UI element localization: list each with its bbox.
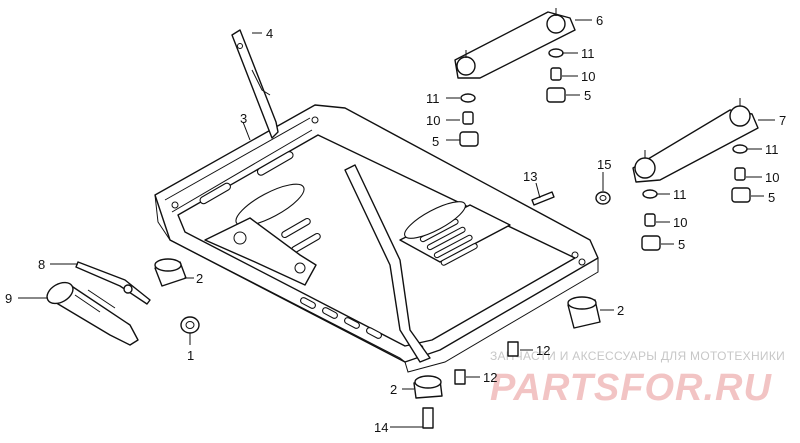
stay-plate — [231, 29, 431, 363]
callout-9: 9 — [5, 291, 12, 306]
rubber-foot-bottom — [413, 375, 443, 399]
callout-15: 15 — [597, 157, 611, 172]
bolt-12a — [507, 341, 519, 357]
callout-10-d: 10 — [673, 215, 687, 230]
grommet-15 — [595, 191, 611, 205]
callout-6: 6 — [596, 13, 603, 28]
rubber-mount-lower — [632, 98, 759, 183]
callout-4: 4 — [266, 26, 273, 41]
rubber-foot-left — [154, 258, 187, 287]
callout-11-d: 11 — [673, 187, 687, 202]
callout-3: 3 — [240, 111, 247, 126]
callout-14: 14 — [374, 420, 388, 435]
hardware-set — [459, 48, 751, 251]
callout-10-c: 10 — [765, 170, 779, 185]
screw-13 — [531, 191, 555, 206]
callout-10-b: 10 — [426, 113, 440, 128]
callout-12-b: 12 — [483, 370, 497, 385]
bolt-12b — [454, 369, 466, 385]
callout-11-a: 11 — [581, 46, 595, 61]
callout-5-b: 5 — [432, 134, 439, 149]
leader-lines — [18, 19, 775, 428]
pin-8 — [75, 261, 151, 305]
callout-12-a: 12 — [536, 343, 550, 358]
callout-10-a: 10 — [581, 69, 595, 84]
callout-13: 13 — [523, 169, 537, 184]
callout-2-bottom: 2 — [390, 382, 397, 397]
callout-5-a: 5 — [584, 88, 591, 103]
watermark-subtitle: ЗАПЧАСТИ И АКСЕССУАРЫ ДЛЯ МОТОТЕХНИКИ — [490, 349, 785, 363]
callout-2-left: 2 — [196, 271, 203, 286]
callout-11-b: 11 — [426, 91, 440, 106]
callout-8: 8 — [38, 257, 45, 272]
callout-11-c: 11 — [765, 142, 779, 157]
watermark-logo: PARTSFOR.RU — [490, 367, 772, 409]
handle-9 — [46, 281, 139, 346]
collar-1 — [180, 316, 200, 334]
callout-5-d: 5 — [678, 237, 685, 252]
bolt-14 — [422, 407, 434, 429]
callout-2-right: 2 — [617, 303, 624, 318]
callout-5-c: 5 — [768, 190, 775, 205]
rubber-mount-upper — [454, 8, 576, 79]
callout-1: 1 — [187, 348, 194, 363]
callout-7: 7 — [779, 113, 786, 128]
carrier-frame — [154, 104, 599, 373]
rubber-foot-right — [567, 296, 601, 329]
